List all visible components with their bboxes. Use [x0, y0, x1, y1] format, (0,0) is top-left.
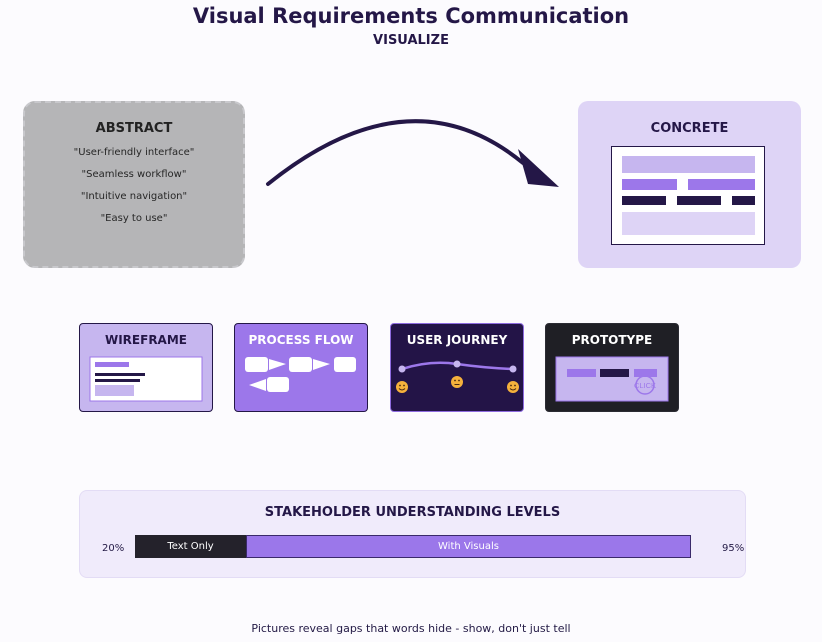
- wireframe-title: WIREFRAME: [104, 333, 187, 347]
- concrete-document-mockup: [611, 146, 765, 245]
- abstract-card: ABSTRACT "User-friendly interface" "Seam…: [23, 101, 245, 268]
- with-visuals-percent: 95%: [722, 543, 745, 554]
- doc-bar: [688, 179, 755, 190]
- smiley-icon: [507, 381, 519, 393]
- wireframe-card: WIREFRAME: [79, 323, 213, 412]
- text-only-percent: 20%: [102, 543, 125, 554]
- process-flow-card: PROCESS FLOW: [234, 323, 368, 412]
- doc-footer-bar: [622, 212, 755, 235]
- abstract-quote: "Seamless workflow": [81, 169, 187, 180]
- doc-bar: [622, 196, 666, 205]
- abstract-quote: "Easy to use": [100, 213, 168, 224]
- concrete-title: CONCRETE: [650, 121, 729, 136]
- abstract-title: ABSTRACT: [95, 121, 173, 136]
- user-journey-title: USER JOURNEY: [406, 333, 508, 347]
- user-journey-illustration: [396, 360, 519, 393]
- arrow-curve: [266, 119, 525, 186]
- doc-bar: [622, 179, 677, 190]
- text-only-bar: Text Only: [135, 535, 246, 558]
- neutral-face-icon: [451, 376, 463, 388]
- page-title: Visual Requirements Communication: [192, 4, 630, 28]
- with-visuals-bar: With Visuals: [246, 535, 691, 558]
- with-visuals-label: With Visuals: [438, 541, 499, 552]
- prototype-title: PROTOTYPE: [571, 333, 653, 347]
- page-subtitle: VISUALIZE: [373, 33, 449, 48]
- prototype-illustration: CLICK: [555, 356, 669, 402]
- arrow-head: [518, 149, 559, 187]
- concrete-card: CONCRETE: [578, 101, 801, 268]
- wireframe-illustration: [89, 356, 203, 402]
- stakeholder-title: STAKEHOLDER UNDERSTANDING LEVELS: [264, 505, 561, 520]
- smiley-icon: [396, 381, 408, 393]
- footer-note: Pictures reveal gaps that words hide - s…: [251, 622, 571, 635]
- doc-bar: [732, 196, 755, 205]
- text-only-label: Text Only: [167, 541, 214, 552]
- process-flow-illustration: [245, 357, 356, 392]
- abstract-quote: "User-friendly interface": [73, 147, 195, 158]
- user-journey-card: USER JOURNEY: [390, 323, 524, 412]
- abstract-quotes: "User-friendly interface" "Seamless work…: [25, 142, 243, 230]
- process-flow-title: PROCESS FLOW: [248, 333, 354, 347]
- prototype-card: PROTOTYPE CLICK: [545, 323, 679, 412]
- doc-bar: [677, 196, 721, 205]
- stakeholder-panel: STAKEHOLDER UNDERSTANDING LEVELS 20% Tex…: [79, 490, 746, 578]
- doc-header-bar: [622, 156, 755, 173]
- abstract-quote: "Intuitive navigation": [80, 191, 188, 202]
- click-label: CLICK: [634, 381, 656, 390]
